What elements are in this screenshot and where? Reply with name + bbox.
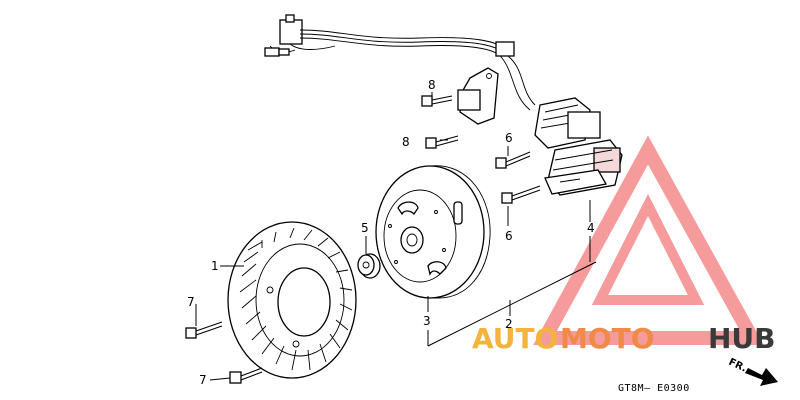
callout-3: 3 (423, 314, 431, 328)
callout-7-lower: 7 (199, 373, 207, 387)
callout-4: 4 (587, 221, 595, 235)
screw-6-upper (495, 151, 531, 169)
svg-text:HUB: HUB (708, 322, 776, 355)
flywheel-nut (357, 253, 381, 279)
watermark-wordmark: AUTO MOTO HUB (472, 322, 776, 355)
callout-8-upper: 8 (428, 78, 436, 92)
callout-7-upper: 7 (187, 295, 195, 309)
watermark-logo-triangle (533, 135, 764, 345)
callout-1: 1 (211, 259, 219, 273)
callout-6-lower: 6 (505, 229, 513, 243)
callout-5: 5 (361, 221, 369, 235)
front-direction-indicator: FR. (727, 357, 778, 386)
bolt-7-lower (229, 367, 263, 384)
wire-harness (264, 14, 536, 111)
svg-text:AUTO: AUTO (472, 322, 558, 355)
drawing-code: GT8M— E0300 (618, 383, 690, 394)
stator-coil-assembly (534, 97, 623, 196)
flywheel (375, 165, 491, 299)
cooling-fan (227, 221, 357, 379)
wire-clamp-plate (457, 67, 499, 125)
screw-6-lower (501, 185, 541, 204)
bolt-7-upper (185, 321, 223, 339)
arrow-right-icon (745, 368, 778, 386)
bolt-8-lower (425, 135, 459, 149)
svg-text:FR.: FR. (727, 357, 748, 375)
callout-8-lower: 8 (402, 135, 410, 149)
bolt-8-upper (421, 95, 453, 107)
leader-lines (195, 92, 597, 381)
callout-2: 2 (505, 317, 513, 331)
callout-6-upper: 6 (505, 131, 513, 145)
svg-text:MOTO: MOTO (560, 322, 655, 355)
